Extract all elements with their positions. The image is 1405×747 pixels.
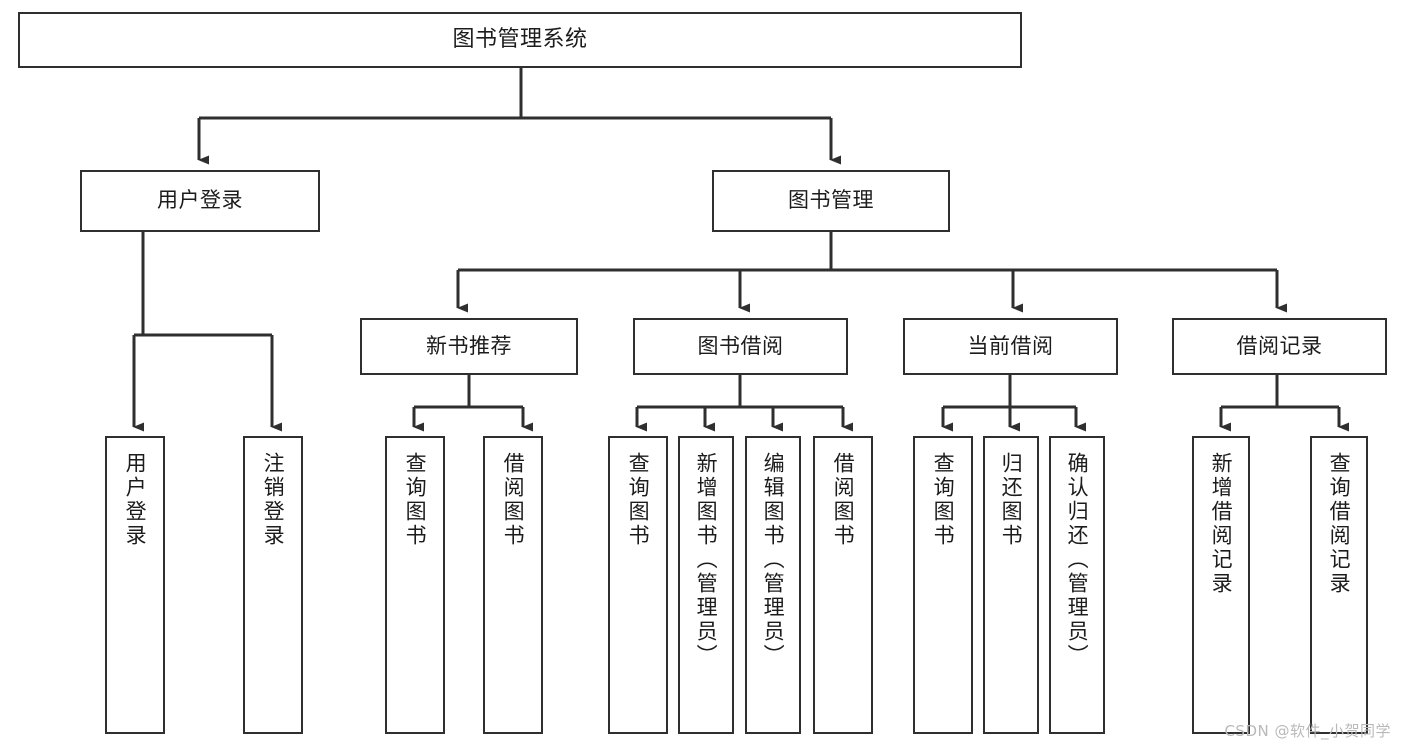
node-label: 借阅图书 bbox=[831, 452, 856, 548]
node-borrow-record[interactable]: 借阅记录 bbox=[1172, 318, 1387, 375]
leaf-new-book-query[interactable]: 查询图书 bbox=[385, 436, 445, 734]
leaf-book-borrow-query[interactable]: 查询图书 bbox=[608, 436, 668, 734]
node-label: 图书管理 bbox=[788, 188, 874, 213]
leaf-book-borrow-lend[interactable]: 借阅图书 bbox=[813, 436, 873, 734]
node-book-borrow[interactable]: 图书借阅 bbox=[633, 318, 848, 375]
node-root-book-management-system[interactable]: 图书管理系统 bbox=[18, 12, 1022, 68]
leaf-borrow-record-query[interactable]: 查询借阅记录 bbox=[1310, 436, 1368, 734]
node-user-login[interactable]: 用户登录 bbox=[80, 170, 320, 232]
node-label: 新增图书（管理员） bbox=[694, 452, 719, 668]
node-book-management[interactable]: 图书管理 bbox=[712, 170, 950, 232]
leaf-user-login-signout[interactable]: 注销登录 bbox=[243, 436, 303, 734]
node-label: 确认归还（管理员） bbox=[1065, 452, 1090, 668]
node-label: 查询图书 bbox=[626, 452, 651, 548]
node-label: 注销登录 bbox=[261, 452, 286, 548]
node-label: 归还图书 bbox=[999, 452, 1024, 548]
leaf-current-borrow-return[interactable]: 归还图书 bbox=[983, 436, 1039, 734]
leaf-current-borrow-query[interactable]: 查询图书 bbox=[913, 436, 973, 734]
node-label: 用户登录 bbox=[157, 188, 243, 213]
node-label: 查询图书 bbox=[931, 452, 956, 548]
node-label: 当前借阅 bbox=[967, 333, 1054, 358]
node-label: 图书借阅 bbox=[697, 333, 784, 358]
node-label: 图书管理系统 bbox=[452, 27, 588, 53]
node-label: 新书推荐 bbox=[426, 333, 512, 358]
node-label: 新增借阅记录 bbox=[1209, 452, 1234, 596]
leaf-borrow-record-add[interactable]: 新增借阅记录 bbox=[1192, 436, 1250, 734]
node-current-borrow[interactable]: 当前借阅 bbox=[903, 318, 1118, 375]
watermark-text: CSDN @软件_小贺同学 bbox=[1224, 722, 1391, 740]
node-label: 查询图书 bbox=[403, 452, 428, 548]
node-label: 查询借阅记录 bbox=[1327, 452, 1352, 596]
leaf-new-book-borrow[interactable]: 借阅图书 bbox=[483, 436, 543, 734]
node-label: 用户登录 bbox=[123, 452, 148, 548]
leaf-user-login-signin[interactable]: 用户登录 bbox=[105, 436, 165, 734]
node-label: 借阅图书 bbox=[501, 452, 526, 548]
node-label: 借阅记录 bbox=[1236, 333, 1323, 358]
leaf-book-borrow-add[interactable]: 新增图书（管理员） bbox=[678, 436, 734, 734]
node-label: 编辑图书（管理员） bbox=[761, 452, 786, 668]
leaf-current-borrow-confirm-return[interactable]: 确认归还（管理员） bbox=[1049, 436, 1105, 734]
node-new-book-recommend[interactable]: 新书推荐 bbox=[360, 318, 578, 375]
leaf-book-borrow-edit[interactable]: 编辑图书（管理员） bbox=[745, 436, 801, 734]
